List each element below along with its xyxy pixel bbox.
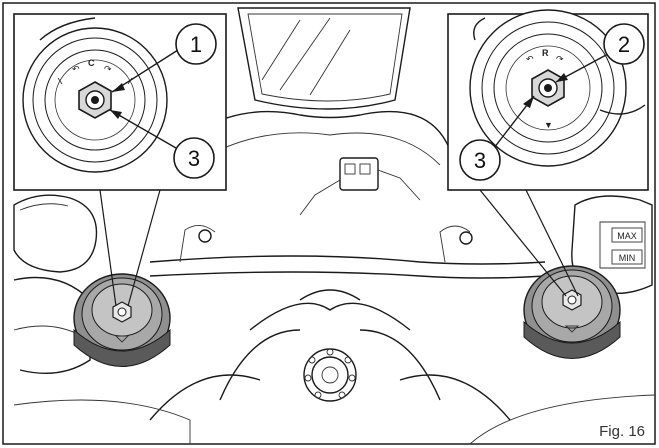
reservoir-min-label: MIN (619, 253, 636, 263)
figure-caption: Fig. 16 (599, 423, 645, 440)
svg-text:↷: ↷ (556, 54, 564, 64)
svg-text:▼: ▼ (544, 120, 553, 130)
callout-3-right: 3 (459, 95, 535, 181)
svg-text:↶: ↶ (72, 64, 80, 74)
svg-text:R: R (542, 48, 549, 58)
svg-text:C: C (88, 58, 95, 68)
callout-3-left: 3 (109, 109, 215, 179)
callout-2: 2 (555, 23, 645, 83)
svg-text:↶: ↶ (526, 54, 534, 64)
callout-1: 1 (111, 23, 217, 93)
svg-text:↷: ↷ (104, 64, 112, 74)
callout-2-label: 2 (618, 32, 630, 57)
callout-3-right-label: 3 (474, 148, 486, 173)
callout-1-label: 1 (190, 32, 202, 57)
reservoir-max-label: MAX (617, 231, 637, 241)
left-detail-inset: ↶ C ↷ (13, 13, 227, 191)
motorcycle-line-art (13, 7, 656, 445)
left-fork-cap (73, 273, 171, 367)
right-fork-cap (523, 265, 621, 359)
callout-3-left-label: 3 (188, 146, 200, 171)
inset-connector-lines (99, 189, 579, 307)
